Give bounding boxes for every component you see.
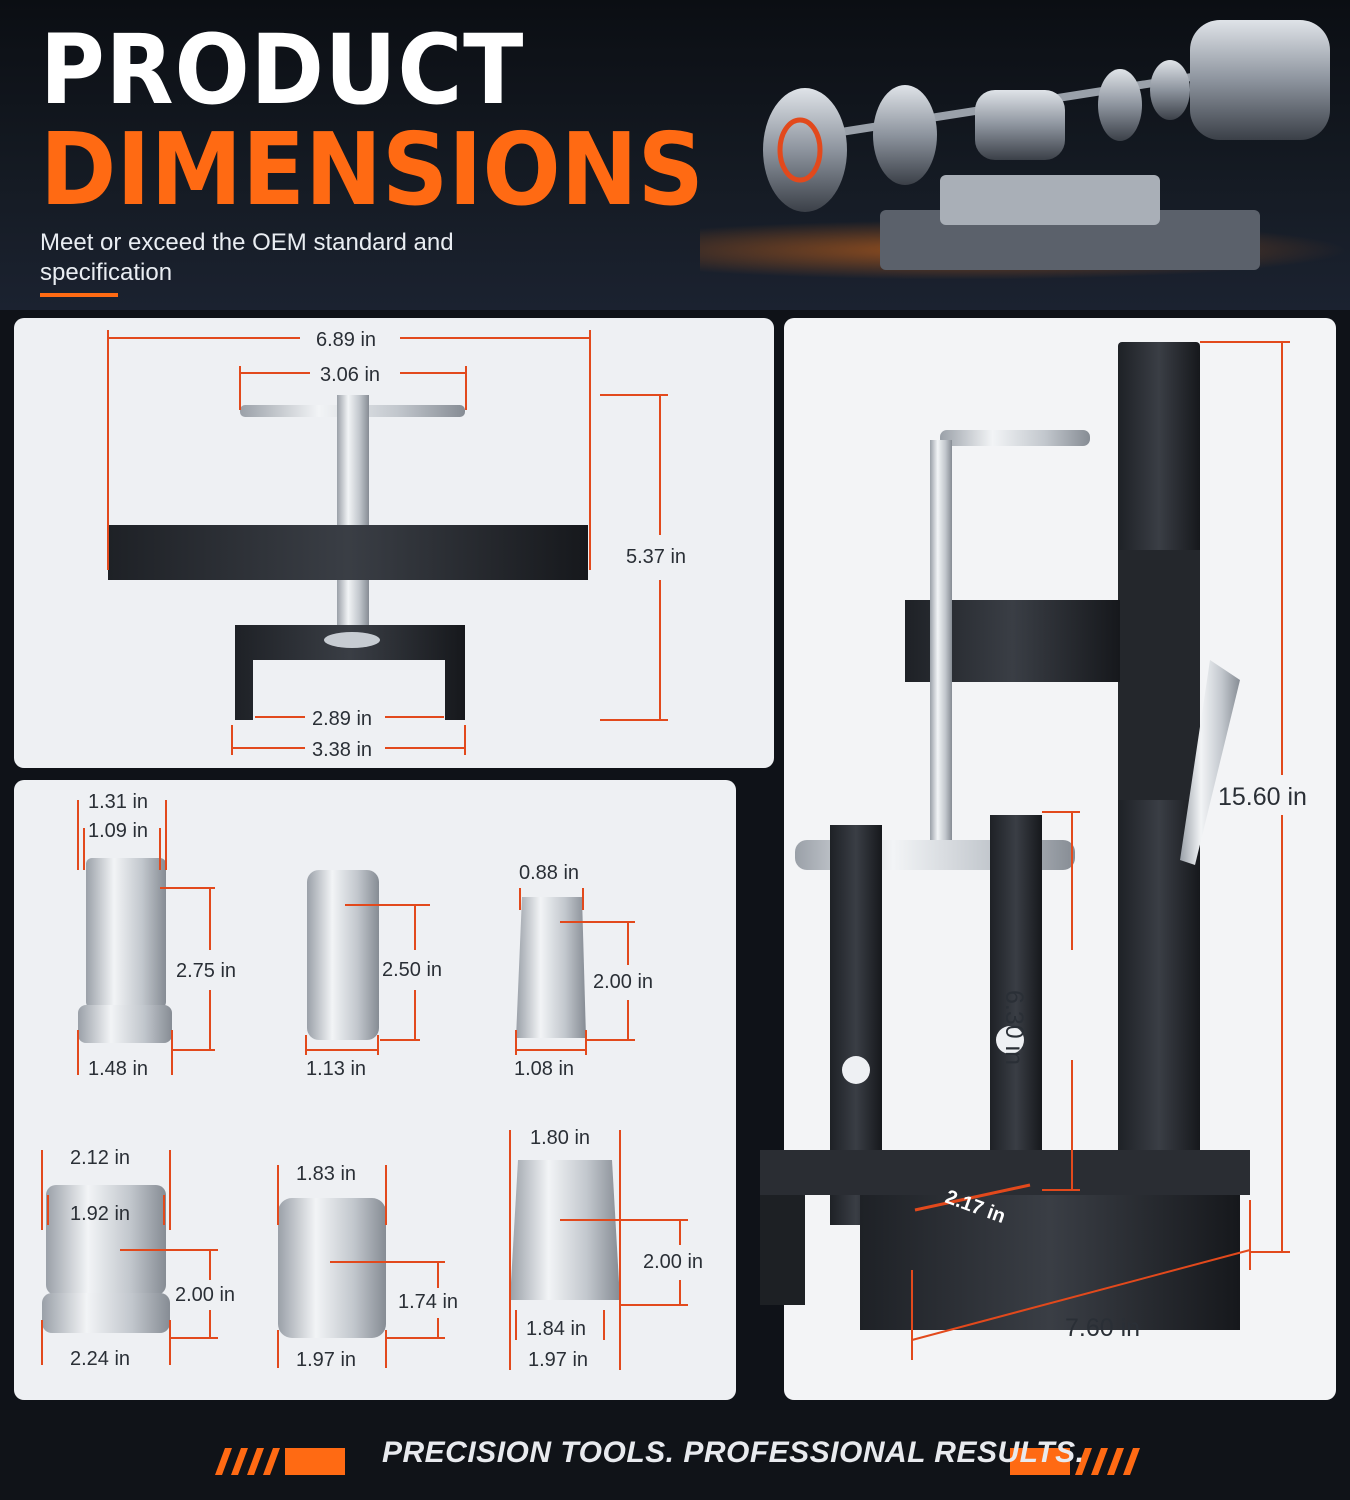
top-tool-inner-foot: 2.89 in (312, 708, 373, 730)
press-dimension-lines (911, 341, 1290, 1360)
adapter-images (42, 858, 620, 1338)
footer-slogan: PRECISION TOOLS. PROFESSIONAL RESULTS. (382, 1436, 1085, 1469)
adapter-2-bottom: 1.13 in (306, 1058, 367, 1080)
transmission-illustration (763, 20, 1330, 270)
top-tool-outer-foot: 3.38 in (312, 739, 373, 761)
adapter-4-top-inner: 1.92 in (70, 1203, 131, 1225)
top-tool-dimension-lines (107, 330, 668, 755)
adapter-1-bottom: 1.48 in (88, 1058, 149, 1080)
adapter-2-height: 2.50 in (382, 959, 443, 981)
adapter-6-bottom-inner: 1.84 in (526, 1318, 587, 1340)
adapter-3-bottom: 1.08 in (514, 1058, 575, 1080)
adapter-1-top-inner: 1.09 in (88, 820, 149, 842)
adapter-6-bottom-outer: 1.97 in (528, 1349, 589, 1371)
adapter-4-height: 2.00 in (175, 1284, 236, 1306)
adapter-1-top-outer: 1.31 in (88, 791, 149, 813)
puller-tool-image (108, 395, 588, 720)
subtitle: Meet or exceed the OEM standard and spec… (40, 229, 454, 286)
press-base-width: 7.60 in (1065, 1314, 1141, 1342)
adapter-1-height: 2.75 in (176, 960, 237, 982)
subtitle-underline (40, 293, 118, 297)
adapter-5-bottom: 1.97 in (296, 1349, 357, 1371)
press-image (760, 342, 1250, 1330)
adapter-3-height: 2.00 in (593, 971, 654, 993)
adapter-3-top: 0.88 in (519, 862, 580, 884)
adapter-5-top: 1.83 in (296, 1163, 357, 1185)
top-tool-handle-width: 3.06 in (320, 364, 381, 386)
adapter-6-top: 1.80 in (530, 1127, 591, 1149)
adapter-4-top-outer: 2.12 in (70, 1147, 131, 1169)
adapter-6-height: 2.00 in (643, 1251, 704, 1273)
top-tool-height: 5.37 in (626, 546, 687, 568)
press-height: 15.60 in (1218, 783, 1307, 811)
top-tool-overall-width: 6.89 in (316, 329, 377, 351)
adapter-dimension-lines (41, 800, 688, 1370)
header-banner: PRODUCT DIMENSIONS Meet or exceed the OE… (0, 0, 1350, 310)
adapter-5-height: 1.74 in (398, 1291, 459, 1313)
title-dimensions: DIMENSIONS (40, 111, 704, 228)
adapter-4-bottom: 2.24 in (70, 1348, 131, 1370)
title-product: PRODUCT (40, 14, 525, 126)
